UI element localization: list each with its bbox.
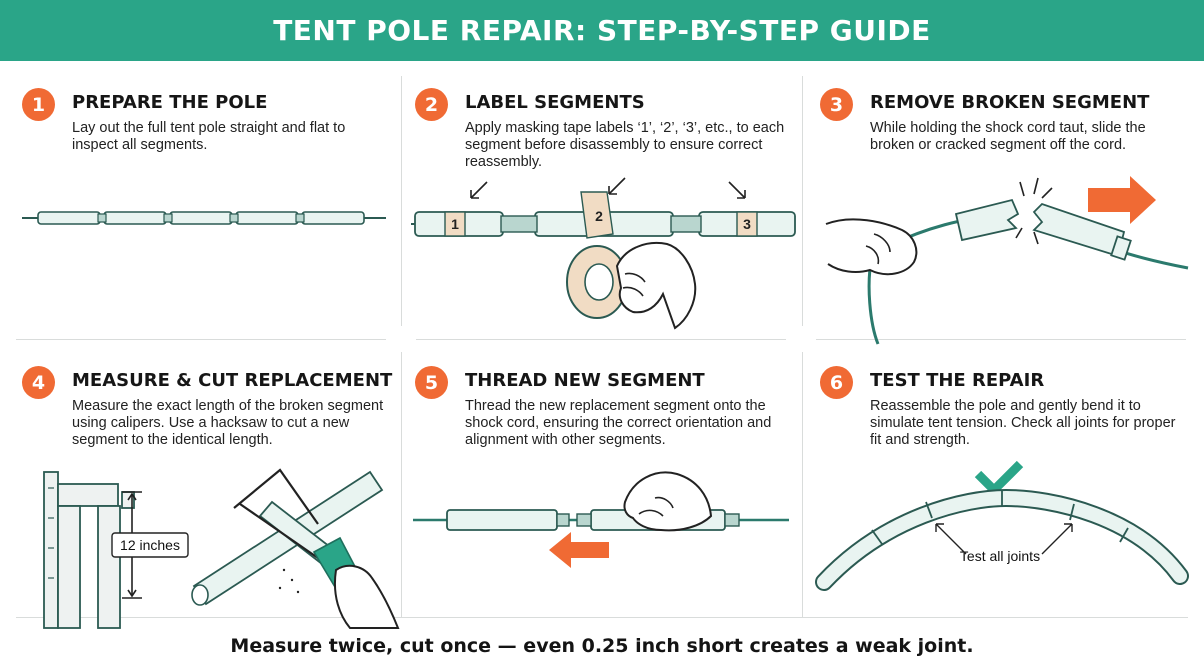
step-description: While holding the shock cord taut, slide… — [870, 120, 1146, 153]
step-description: Thread the new replacement segment onto … — [465, 398, 772, 448]
row-divider — [416, 339, 786, 340]
step-number-badge: 1 — [22, 88, 55, 121]
footer-divider — [16, 617, 1188, 618]
step-description: Lay out the full tent pole straight and … — [72, 120, 346, 153]
step-description: Measure the exact length of the broken s… — [72, 398, 384, 448]
step-title: PREPARE THE POLE — [72, 92, 268, 113]
measure-and-cut-illustration: 12 inches — [43, 468, 400, 629]
joint-callout-label: Test all joints — [960, 548, 1040, 564]
page-title: TENT POLE REPAIR: STEP-BY-STEP GUIDE — [273, 14, 931, 47]
column-divider — [401, 352, 402, 617]
step-number-badge: 2 — [415, 88, 448, 121]
step-title: REMOVE BROKEN SEGMENT — [870, 92, 1150, 113]
check-icon — [974, 460, 1024, 495]
measurement-label: 12 inches — [120, 537, 180, 553]
segment-label-1: 1 — [451, 216, 459, 232]
step-description: Reassemble the pole and gently bend it t… — [870, 398, 1176, 448]
step-number-badge: 3 — [820, 88, 853, 121]
step-description: Apply masking tape labels ‘1’, ‘2’, ‘3’,… — [465, 120, 785, 170]
row-divider — [16, 339, 386, 340]
step-title: THREAD NEW SEGMENT — [465, 370, 705, 391]
row-divider — [816, 339, 1186, 340]
header-banner: TENT POLE REPAIR: STEP-BY-STEP GUIDE — [0, 0, 1204, 61]
step-title: MEASURE & CUT REPLACEMENT — [72, 370, 393, 391]
thread-segment-illustration — [413, 471, 789, 568]
label-segments-illustration: 1 2 3 — [411, 177, 796, 330]
footer-tip: Measure twice, cut once — even 0.25 inch… — [230, 635, 974, 657]
step-number-badge: 6 — [820, 366, 853, 399]
step-2-panel: 2 LABEL SEGMENTS Apply masking tape labe… — [411, 84, 799, 346]
remove-segment-illustration — [825, 176, 1189, 345]
step-4-panel: 4 MEASURE & CUT REPLACEMENT Measure the … — [18, 362, 406, 629]
segment-label-3: 3 — [743, 216, 751, 232]
step-title: LABEL SEGMENTS — [465, 92, 645, 113]
step-6-panel: 6 TEST THE REPAIR Reassemble the pole an… — [815, 362, 1204, 624]
column-divider — [802, 352, 803, 617]
test-repair-illustration: Test all joints — [815, 460, 1189, 591]
column-divider — [401, 76, 402, 326]
step-1-panel: 1 PREPARE THE POLE Lay out the full tent… — [18, 84, 406, 346]
step-title: TEST THE REPAIR — [870, 370, 1045, 391]
step-3-panel: 3 REMOVE BROKEN SEGMENT While holding th… — [816, 84, 1204, 346]
straight-pole-illustration — [22, 211, 386, 225]
segment-label-2: 2 — [595, 208, 603, 224]
step-number-badge: 5 — [415, 366, 448, 399]
column-divider — [802, 76, 803, 326]
step-5-panel: 5 THREAD NEW SEGMENT Thread the new repl… — [411, 362, 799, 624]
step-number-badge: 4 — [22, 366, 55, 399]
